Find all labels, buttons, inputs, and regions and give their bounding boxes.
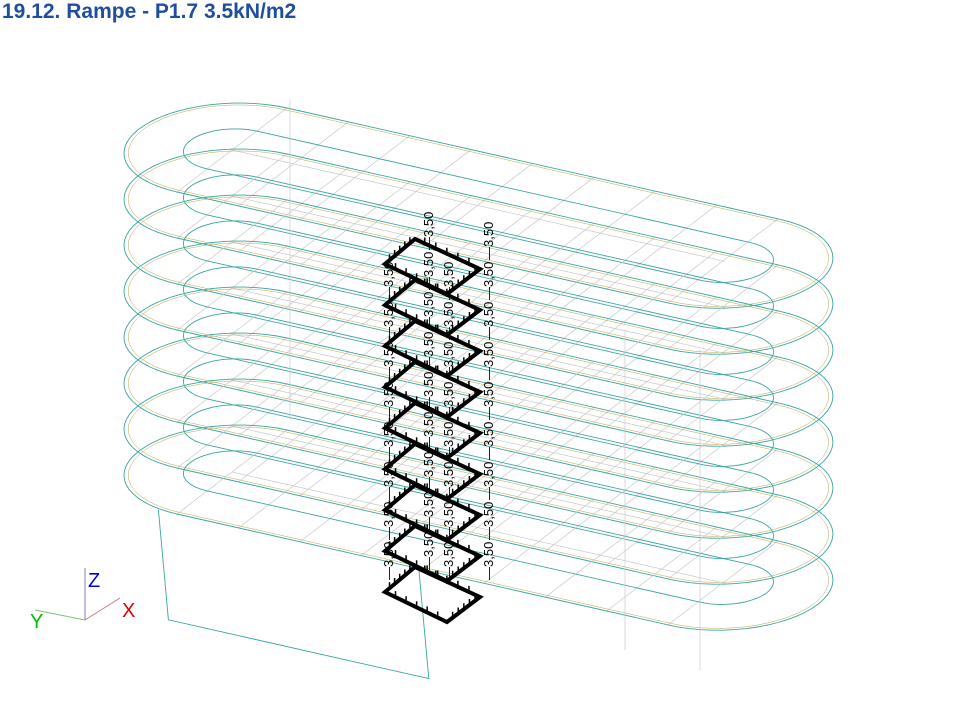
load-value-label: —3,50 [441,382,456,420]
slab-centerline [231,195,725,308]
load-value-label: —3,50 [421,252,436,290]
load-value-label: —3,50 [481,542,496,580]
axis-y-label: Y [30,611,43,633]
slab-outer-edge [123,332,834,539]
slab-outer-edge-secondary [128,242,829,445]
slab-centerline [231,241,725,354]
ramp-bottom-extension [157,509,430,680]
page-title: 19.12. Rampe - P1.7 3.5kN/m2 [2,0,297,23]
load-value-label: —3,50 [421,492,436,530]
load-value-label: —3,50 [381,422,396,460]
area-load-box [381,400,484,461]
load-value-label: —3,50 [481,342,496,380]
slab-centerline [231,287,725,400]
slab-outer-edge-secondary [128,150,829,353]
area-loads [381,236,484,625]
axis-x-line [84,597,121,621]
ramp-slabs [123,100,834,680]
load-value-label: —3,50 [381,382,396,420]
load-value-label: —3,50 [441,542,456,580]
ramp-floor [123,194,834,401]
load-value-label: —3,50 [381,262,396,300]
load-value-label: —3,50 [421,452,436,490]
load-value-label: —3,50 [421,212,436,250]
slab-outer-edge-secondary [128,380,829,583]
slab-outer-edge-secondary [128,334,829,537]
load-value-label: —3,50 [481,382,496,420]
slab-centerline [231,425,725,538]
slab-inner-edge [182,174,774,329]
load-value-label: —3,50 [481,502,496,540]
load-value-label: —3,50 [441,422,456,460]
load-value-label: —3,50 [421,412,436,450]
slab-centerline [231,149,725,262]
load-value-label: —3,50 [381,542,396,580]
slab-outer-edge [123,102,834,309]
area-load-box [381,277,484,338]
axis-y-line [34,609,86,621]
slab-outer-edge [123,378,834,585]
slab-outer-edge-secondary [128,104,829,307]
area-load-box [381,564,484,625]
load-value-label: —3,50 [421,532,436,570]
slab-centerline [231,471,725,584]
axis-x-label: X [122,600,135,622]
load-value-label: —3,50 [381,342,396,380]
load-value-label: —3,50 [441,342,456,380]
load-value-label: —3,50 [441,502,456,540]
load-value-label: —3,50 [481,222,496,260]
area-load-box [381,441,484,502]
slab-outer-edge [123,286,834,493]
ramp-floor [123,102,834,309]
area-load-box [381,359,484,420]
axis-triad: Z X Y [30,568,135,633]
load-value-label: —3,50 [481,462,496,500]
load-value-label: —3,50 [421,292,436,330]
slab-outer-edge [123,148,834,355]
load-labels: —3,50 —3,50 —3,50 —3,50 —3,50 —3,50 —3,50 —3,50… [381,212,496,580]
load-value-label: —3,50 [481,422,496,460]
load-value-label: —3,50 [381,462,396,500]
slab-outer-edge-secondary [128,196,829,399]
area-load-box [381,482,484,543]
load-value-label: —3,50 [421,372,436,410]
ramp-floor [123,148,834,355]
slab-outer-edge [123,424,834,631]
load-value-label: —3,50 [381,502,396,540]
axis-z-label: Z [88,570,100,592]
load-value-label: —3,50 [441,462,456,500]
slab-outer-edge-secondary [128,288,829,491]
load-value-label: —3,50 [441,262,456,300]
load-value-label: —3,50 [481,262,496,300]
slab-outer-edge-secondary [128,426,829,629]
slab-outer-edge [123,194,834,401]
load-value-label: —3,50 [441,302,456,340]
slab-inner-edge [182,128,774,283]
load-value-label: —3,50 [381,302,396,340]
slab-outer-edge [123,240,834,447]
area-load-box [381,236,484,297]
load-value-label: —3,50 [421,332,436,370]
load-value-label: —3,50 [481,302,496,340]
